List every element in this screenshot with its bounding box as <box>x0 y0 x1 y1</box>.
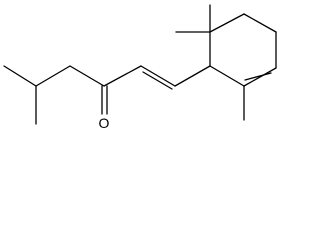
ring-bond-2 <box>209 13 245 33</box>
ring-substituents <box>175 4 245 121</box>
alkene-chain <box>103 65 211 90</box>
bond-alkene-ring <box>174 65 211 87</box>
carbonyl-group: O <box>99 85 110 131</box>
bond-alkene <box>140 65 176 87</box>
ring-bond-3 <box>243 13 277 33</box>
bond-alkene-inner <box>142 71 173 90</box>
ring-bond-5-inner <box>244 72 272 81</box>
bond-ch2-carbonyl <box>69 65 105 87</box>
bond-ch-ch2 <box>35 65 71 87</box>
cyclohexene-ring <box>209 13 277 87</box>
isobutyl-group <box>3 65 105 125</box>
bond-carbonyl-alkene <box>103 65 142 87</box>
ring-bond-6 <box>209 65 245 87</box>
ring-bond-5 <box>243 67 277 87</box>
oxygen-atom-label: O <box>99 115 110 131</box>
molecule-structure: O <box>3 4 277 131</box>
bond-methyl-left <box>3 65 37 87</box>
